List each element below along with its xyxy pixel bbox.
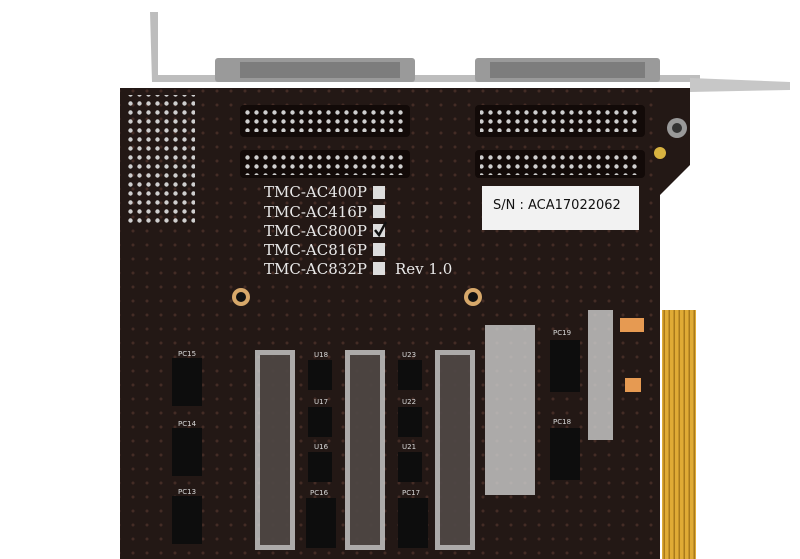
gold-fingers <box>662 310 696 559</box>
revision-label: Rev 1.0 <box>395 260 452 278</box>
svg-text:U16: U16 <box>314 443 329 451</box>
serial-label <box>482 186 639 230</box>
model-label: TMC-AC816P <box>264 241 367 259</box>
checkmark-icon <box>374 221 388 238</box>
svg-text:U23: U23 <box>402 351 416 359</box>
model-label: TMC-AC832P <box>264 260 367 278</box>
svg-text:PC17: PC17 <box>402 489 420 497</box>
svg-text:PC16: PC16 <box>310 489 329 497</box>
model-label: TMC-AC416P <box>264 203 367 221</box>
svg-text:U17: U17 <box>314 398 328 406</box>
svg-text:PC19: PC19 <box>553 329 571 337</box>
svg-text:U22: U22 <box>402 398 416 406</box>
chip-labels: PC15 PC14 PC13 U18 U17 U16 U23 U22 U21 P… <box>178 329 571 497</box>
serial-number-text: S/N : ACA17022062 <box>493 198 621 213</box>
svg-text:U21: U21 <box>402 443 416 451</box>
svg-text:PC15: PC15 <box>178 350 196 358</box>
svg-text:U18: U18 <box>314 351 328 359</box>
model-label: TMC-AC800P <box>264 222 367 240</box>
svg-text:PC13: PC13 <box>178 488 196 496</box>
svg-text:PC14: PC14 <box>178 420 197 428</box>
svg-text:PC18: PC18 <box>553 418 571 426</box>
pin-header <box>125 95 195 225</box>
model-list: TMC-AC400P TMC-AC416P TMC-AC800P TMC-AC8… <box>264 183 452 278</box>
model-label: TMC-AC400P <box>264 183 367 201</box>
chips <box>172 340 580 548</box>
